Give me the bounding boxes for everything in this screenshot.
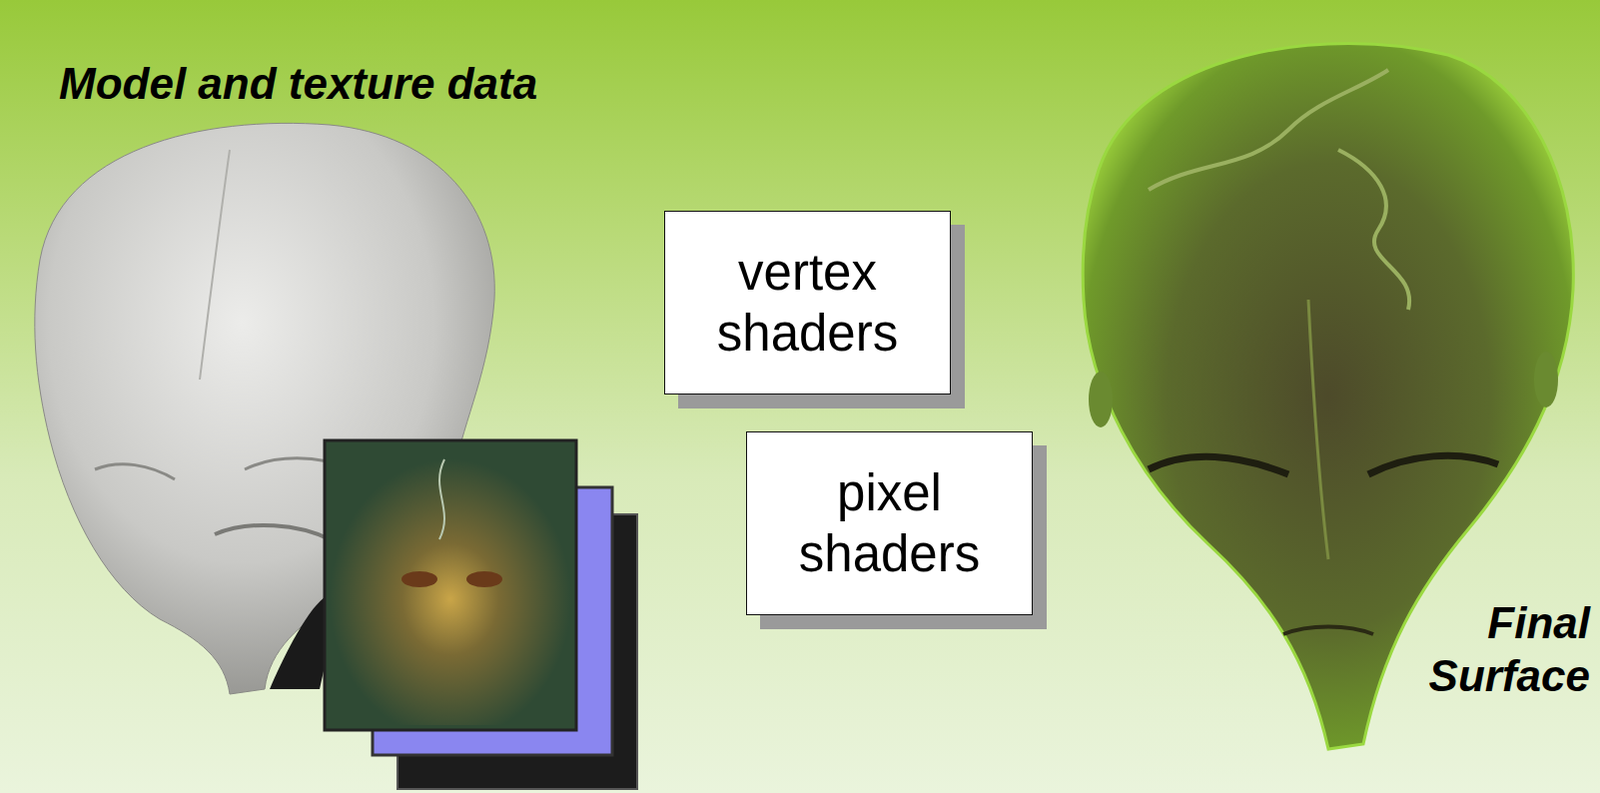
input-caption: Model and texture data	[58, 57, 679, 111]
output-caption: Final Surface	[1330, 597, 1591, 704]
shader-box: vertex shaders	[664, 210, 951, 395]
texture-stack	[324, 440, 638, 790]
shader-box: pixel shaders	[746, 431, 1033, 616]
shader-name: pixel shaders	[747, 462, 1032, 585]
shader-name: vertex shaders	[665, 241, 950, 364]
